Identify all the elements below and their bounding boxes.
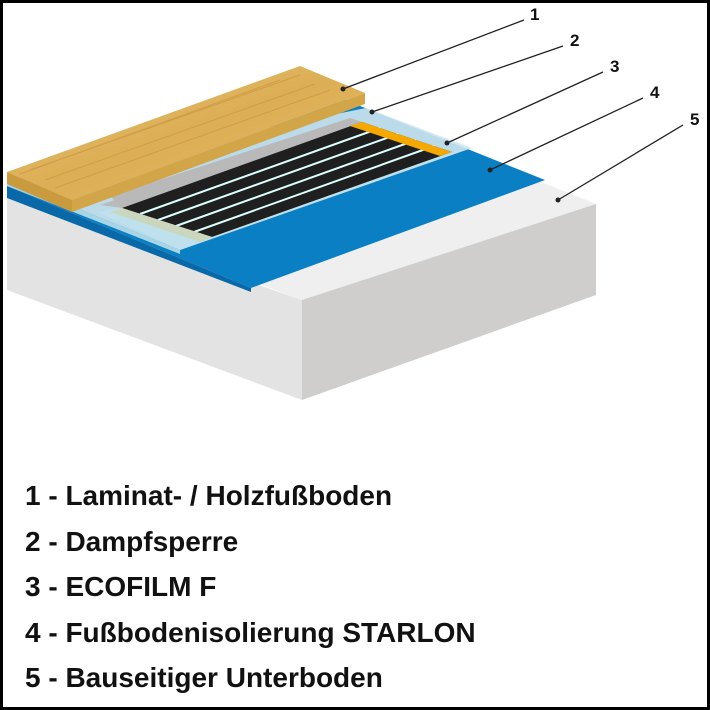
legend-item-2: 2 - Dampfsperre	[25, 525, 239, 557]
legend-item-5: 5 - Bauseitiger Unterboden	[25, 662, 383, 693]
callout-dot	[369, 109, 375, 115]
floor-layers-diagram: 1 2 3 4 5	[7, 5, 699, 400]
callout-dot	[340, 86, 346, 92]
callout-3: 3	[610, 57, 619, 76]
film-contact-strip	[350, 122, 452, 156]
callout-5: 5	[690, 110, 699, 129]
callout-dot	[555, 197, 561, 203]
legend: 1 - Laminat- / Holzfußboden 2 - Dampfspe…	[25, 473, 476, 701]
legend-item-1: 1 - Laminat- / Holzfußboden	[25, 480, 393, 511]
callout-lines	[342, 19, 684, 201]
wood-floor-layer	[7, 66, 365, 212]
diagram-frame: 1 2 3 4 5 1 - Laminat- / Holzfußboden 2 …	[3, 3, 707, 707]
callout-dot	[444, 140, 450, 146]
callout-4: 4	[650, 83, 660, 102]
callout-1: 1	[530, 5, 539, 24]
legend-item-3: 3 - ECOFILM F	[25, 571, 217, 602]
heating-film-layer	[97, 118, 470, 250]
legend-item-4: 4 - Fußbodenisolierung STARLON	[25, 616, 476, 648]
callout-dot	[487, 167, 493, 173]
callout-2: 2	[570, 31, 579, 50]
film-carbon-stripes	[122, 122, 452, 237]
